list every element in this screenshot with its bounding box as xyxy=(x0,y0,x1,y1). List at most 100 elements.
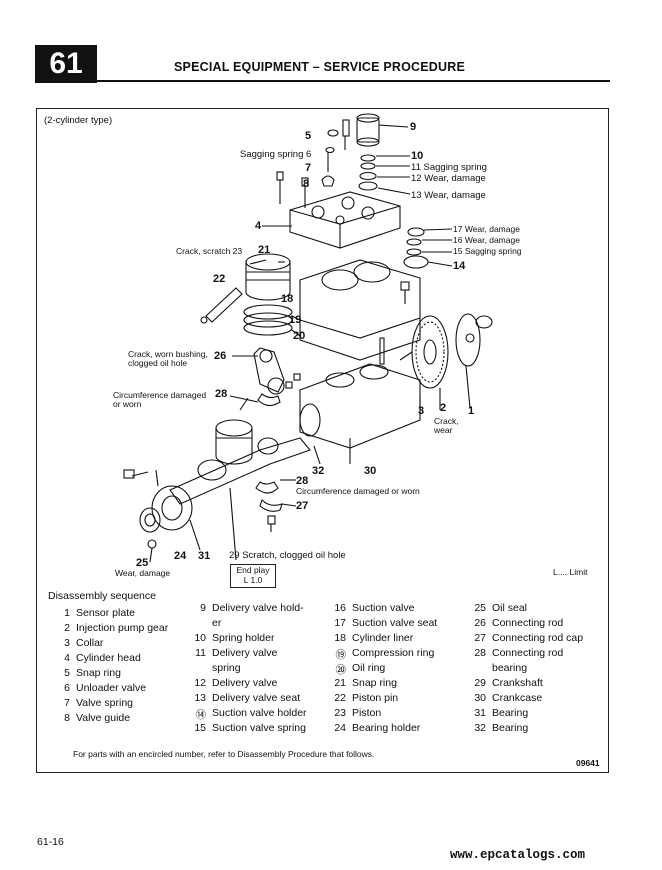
callout-13: 13 Wear, damage xyxy=(411,190,486,201)
callout-8: 8 xyxy=(303,178,310,190)
callout-30: 30 xyxy=(364,465,377,477)
sequence-item-number: ⑳ xyxy=(335,664,347,676)
callout-21: 21 xyxy=(258,244,271,256)
sequence-item-number xyxy=(186,662,206,674)
sequence-item-label: Delivery valve xyxy=(212,647,278,659)
limit-note: L.... Limit xyxy=(553,567,588,577)
callout-2-note2: wear xyxy=(434,425,453,435)
callout-10: 10 xyxy=(411,150,424,162)
sequence-item-number: 31 xyxy=(474,707,486,719)
bolt-part xyxy=(342,119,350,137)
callout-26: 26 xyxy=(214,350,227,362)
sequence-item-label: Suction valve holder xyxy=(212,707,307,719)
callout-1: 1 xyxy=(468,405,475,417)
callout-22: 22 xyxy=(213,273,226,285)
crankshaft-part xyxy=(169,437,311,505)
sequence-item-number: 10 xyxy=(194,632,206,644)
sequence-item-number: 28 xyxy=(474,647,486,659)
sequence-item-label: Cylinder head xyxy=(76,652,141,664)
page-title: SPECIAL EQUIPMENT – SERVICE PROCEDURE xyxy=(174,60,466,74)
sequence-item-number: 4 xyxy=(64,652,70,664)
oil-seal-part xyxy=(139,507,161,533)
sequence-item: 23 Piston xyxy=(326,707,381,719)
sequence-item-label: Collar xyxy=(76,637,104,649)
callout-26-note2: clogged oil hole xyxy=(128,358,188,368)
callout-16: 16 Wear, damage xyxy=(453,235,520,245)
sequence-item: 27 Connecting rod cap xyxy=(466,632,583,644)
sequence-item-label: Suction valve seat xyxy=(352,617,438,629)
sequence-item-label: bearing xyxy=(492,662,528,674)
sequence-item-number: 23 xyxy=(334,707,346,719)
sequence-item-label: Delivery valve hold- xyxy=(212,602,304,614)
watermark: www.epcatalogs.com xyxy=(450,848,586,862)
sequence-item: 4 Cylinder head xyxy=(56,652,141,664)
cylinder-liner-part xyxy=(299,259,421,339)
callout-24: 24 xyxy=(174,550,187,562)
callout-28-lower: 28 xyxy=(296,475,309,487)
callout-29: 29 Scratch, clogged oil hole xyxy=(229,550,346,561)
callout-28: 28 xyxy=(215,388,228,400)
sequence-item: bearing xyxy=(466,662,527,674)
sequence-item-number: 12 xyxy=(194,677,206,689)
callout-3: 3 xyxy=(418,405,425,417)
end-play-value: L 1.0 xyxy=(243,575,263,585)
sequence-item-label: Valve guide xyxy=(76,712,131,724)
callout-25-note: Wear, damage xyxy=(115,568,171,578)
sequence-item-label: Bearing xyxy=(492,722,529,734)
sequence-item-number: 27 xyxy=(474,632,486,644)
sequence-item-number: 5 xyxy=(64,667,70,679)
sequence-item-label: Connecting rod xyxy=(492,617,564,629)
callout-12: 12 Wear, damage xyxy=(411,173,486,184)
sequence-item-label: Sensor plate xyxy=(76,607,135,619)
sequence-item-label: Connecting rod xyxy=(492,647,564,659)
sequence-item: spring xyxy=(186,662,241,674)
sequence-item-label: Piston xyxy=(352,707,382,719)
sequence-item-number: 17 xyxy=(334,617,346,629)
connecting-rod-part xyxy=(253,347,285,393)
sequence-item-label: Compression ring xyxy=(352,647,435,659)
sequence-item-number: 18 xyxy=(334,632,346,644)
footnote: For parts with an encircled number, refe… xyxy=(73,749,375,759)
sequence-item-number xyxy=(186,617,206,629)
callout-26-note: Crack, worn bushing, xyxy=(128,349,208,359)
sequence-item-number: 16 xyxy=(334,602,346,614)
sequence-item-label: Spring holder xyxy=(212,632,275,644)
sequence-item: ⑳ Oil ring xyxy=(326,662,386,677)
sequence-item-number: 29 xyxy=(474,677,486,689)
sequence-item-label: Connecting rod cap xyxy=(492,632,584,644)
sequence-item-label: Oil ring xyxy=(352,662,386,674)
figure-caption: (2-cylinder type) xyxy=(44,115,113,126)
sequence-item-number: 30 xyxy=(474,692,486,704)
page-number: 61-16 xyxy=(37,836,64,848)
sequence-item-number: 32 xyxy=(474,722,486,734)
sequence-item: 29 Crankshaft xyxy=(466,677,543,689)
sequence-item-label: Oil seal xyxy=(492,602,528,614)
sequence-item: 26 Connecting rod xyxy=(466,617,563,629)
callout-28-lower-note: Circumference damaged or worn xyxy=(296,486,420,496)
sequence-item-label: Suction valve spring xyxy=(212,722,306,734)
sequence-item: 32 Bearing xyxy=(466,722,528,734)
callout-15: 15 Sagging spring xyxy=(453,246,522,256)
sequence-item-number: 7 xyxy=(64,697,70,709)
sequence-item-number: 26 xyxy=(474,617,486,629)
crankcase-part xyxy=(299,363,421,449)
sequence-item-label: Crankshaft xyxy=(492,677,543,689)
sequence-item: 17 Suction valve seat xyxy=(326,617,437,629)
sequence-item-number: 6 xyxy=(64,682,70,694)
figure-frame xyxy=(36,108,609,773)
